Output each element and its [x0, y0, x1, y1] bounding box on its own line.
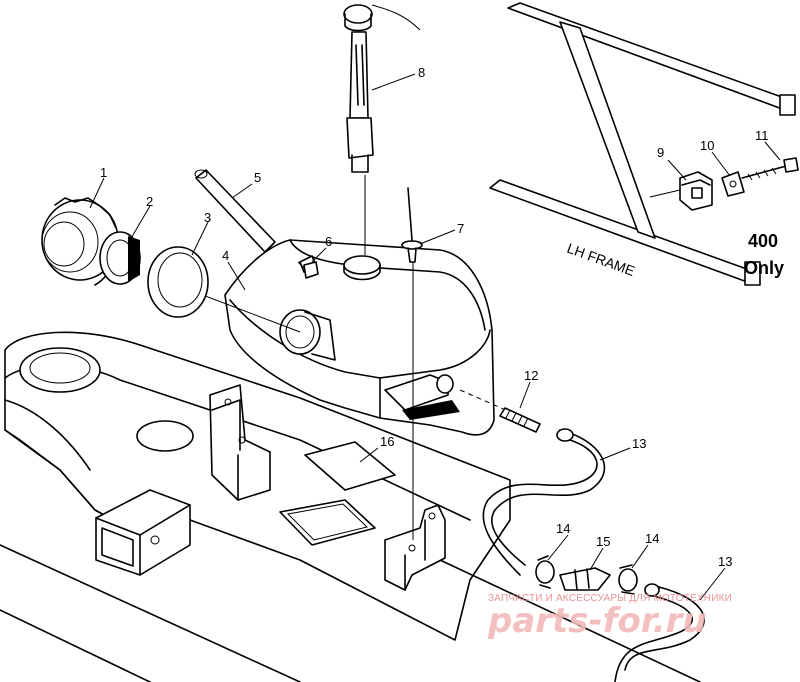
vent-hose-part-5	[194, 169, 276, 253]
watermark-tagline: ЗАПЧАСТИ И АКСЕССУАРЫ ДЛЯ МОТОТЕХНИКИ	[488, 593, 732, 604]
callout-2: 2	[146, 194, 153, 209]
filter-part-12	[499, 407, 541, 433]
callout-11: 11	[755, 128, 769, 143]
callout-8: 8	[418, 65, 425, 80]
callout-4: 4	[222, 248, 229, 263]
leader-lines	[89, 73, 781, 601]
callout-6: 6	[325, 234, 332, 249]
callout-numbers: 1 2 3 4 5 6 7 8 9 10 11 12 13 13 14 14 1…	[100, 65, 769, 569]
callout-14-right: 14	[645, 531, 659, 546]
callout-3: 3	[204, 210, 211, 225]
watermark-logo: parts-for.ru	[487, 601, 707, 641]
lh-frame-tube	[489, 2, 796, 286]
clamp-part-10	[721, 171, 745, 197]
callout-5: 5	[254, 170, 261, 185]
fuel-tank-part-4	[224, 239, 495, 436]
callout-13-lower: 13	[718, 554, 732, 569]
watermark: ЗАПЧАСТИ И АКСЕССУАРЫ ДЛЯ МОТОТЕХНИКИ pa…	[487, 593, 732, 641]
callout-12: 12	[524, 368, 538, 383]
screw-part-11	[741, 157, 799, 181]
gas-cap-part-1	[41, 197, 119, 286]
hose-clamp-part-14-b	[618, 564, 638, 595]
fitting-part-6	[297, 261, 319, 279]
fuel-gauge-part-8	[343, 4, 421, 173]
fuel-line-part-13	[482, 428, 606, 576]
fuel-line-part-13-lower	[614, 583, 705, 682]
callout-13-upper: 13	[632, 436, 646, 451]
gasket-part-3	[147, 246, 209, 318]
hose-clamp-part-14-a	[535, 555, 555, 589]
frame-label: LH FRAME	[565, 240, 637, 279]
clamp-part-9	[679, 171, 713, 211]
callout-10: 10	[700, 138, 714, 153]
callout-15: 15	[596, 534, 610, 549]
callout-16: 16	[380, 434, 394, 449]
callout-9: 9	[657, 145, 664, 160]
callout-7: 7	[457, 221, 464, 236]
callout-14-left: 14	[556, 521, 570, 536]
variant-note-line2: Only	[744, 258, 784, 278]
neck-adapter-part-2	[99, 231, 141, 285]
fuel-pickup-part-7	[401, 187, 423, 263]
mounting-bracket-left	[209, 384, 271, 501]
pad-part-16	[304, 441, 396, 491]
mounting-bracket-right	[384, 504, 446, 591]
variant-note-line1: 400	[748, 231, 778, 251]
callout-1: 1	[100, 165, 107, 180]
in-line-filter-part-15	[559, 567, 611, 591]
